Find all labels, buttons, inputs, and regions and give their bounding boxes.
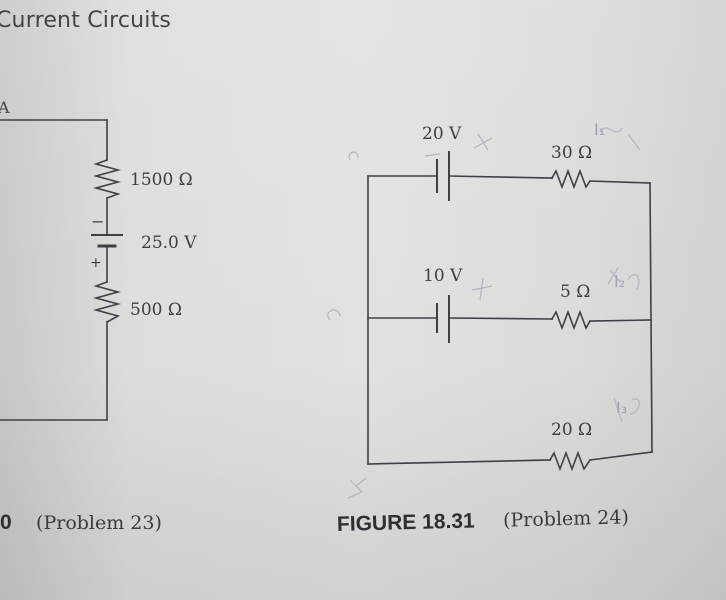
left-battery-plus-sign: + <box>90 255 102 271</box>
left-figure-number: 0 <box>0 511 12 534</box>
right-circuit <box>367 151 653 472</box>
pencil-f-mark <box>347 477 367 499</box>
battery-10v-label: 10 V <box>423 266 463 286</box>
resistor-30-ohm <box>550 168 592 190</box>
battery-20v-label: 20 V <box>422 124 462 144</box>
right-rail <box>649 182 653 453</box>
pencil-i2-squiggle <box>607 267 640 291</box>
right-figure-problem: (Problem 24) <box>502 506 630 532</box>
left-resistor-bottom <box>92 280 122 324</box>
mid-branch-wire-right <box>589 319 652 322</box>
handwritten-i1: I₁ <box>594 120 606 139</box>
handwritten-i3: I₃ <box>616 398 628 417</box>
left-resistor-top <box>92 158 122 200</box>
bottom-branch-wire-left <box>367 459 551 465</box>
left-battery-label: 25.0 V <box>141 233 197 253</box>
right-figure-label: FIGURE 18.31 <box>336 509 475 536</box>
mid-branch-wire-mid <box>448 317 553 320</box>
resistor-30-ohm-label: 30 Ω <box>551 143 593 163</box>
pencil-i1-squiggle <box>599 127 641 151</box>
top-branch-wire-mid <box>448 175 553 179</box>
bottom-branch-wire-right <box>589 451 653 461</box>
left-figure-caption: 0 (Problem 23) <box>0 510 162 535</box>
pencil-x-mark-top <box>473 133 493 151</box>
pencil-marks <box>327 127 641 499</box>
left-figure-problem: (Problem 23) <box>36 512 162 534</box>
pencil-b-mark <box>348 151 359 161</box>
left-circuit <box>0 119 123 421</box>
resistor-20-ohm <box>548 450 592 472</box>
resistor-5-ohm <box>550 309 592 331</box>
pencil-i3-squiggle <box>613 397 640 423</box>
pencil-plus-mark-mid <box>471 277 493 301</box>
top-branch-wire-right <box>589 180 651 184</box>
left-battery-minus-sign: − <box>91 212 105 231</box>
left-resistor-top-label: 1500 Ω <box>130 170 193 190</box>
pencil-minus-mark <box>424 153 441 157</box>
pencil-a-mark <box>327 309 341 321</box>
section-header: Current Circuits <box>0 8 172 33</box>
resistor-20-ohm-label: 20 Ω <box>551 420 593 440</box>
handwritten-i2: I₂ <box>614 272 626 291</box>
left-resistor-bottom-label: 500 Ω <box>130 300 182 320</box>
left-corner-label: A <box>0 98 10 117</box>
resistor-5-ohm-label: 5 Ω <box>560 282 591 302</box>
